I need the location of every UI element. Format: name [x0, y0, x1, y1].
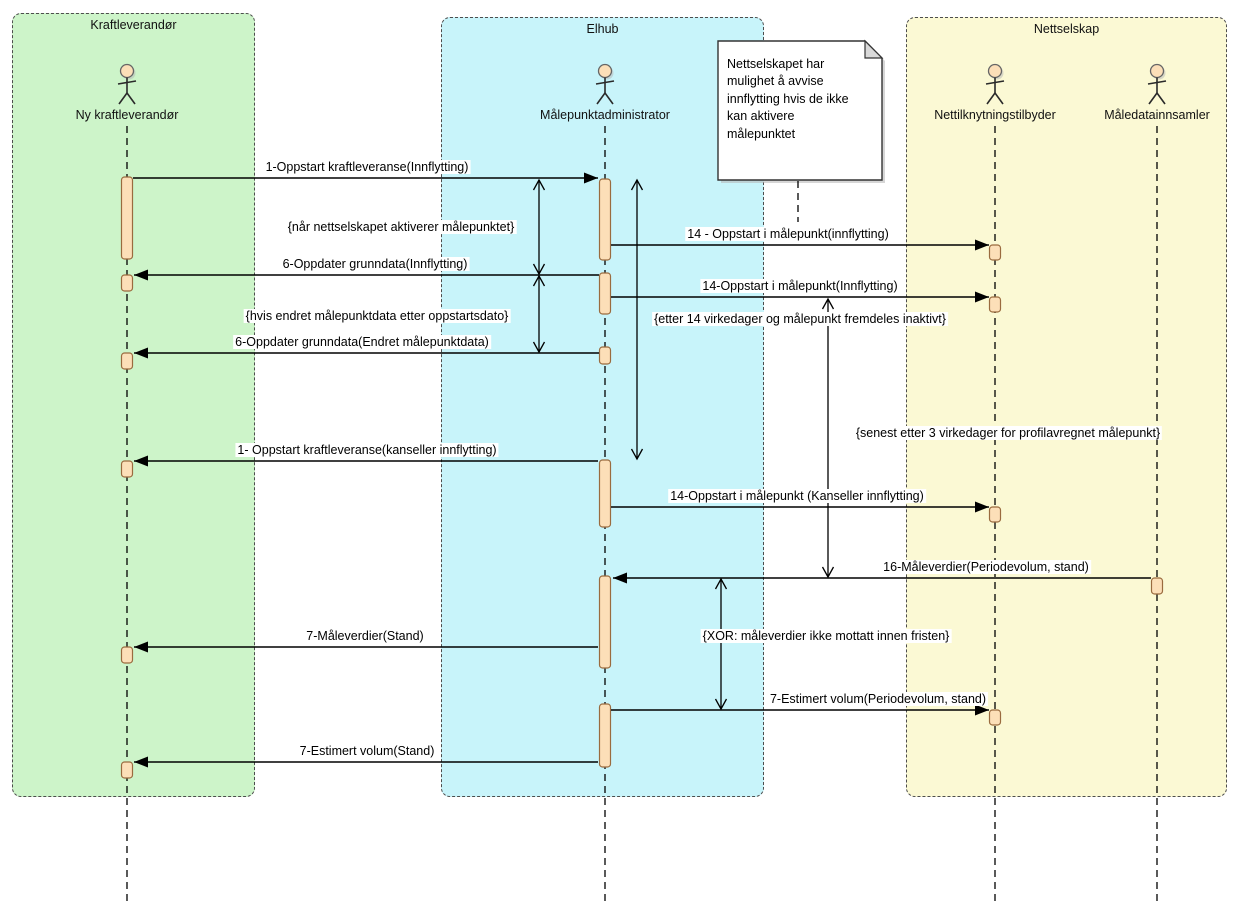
actor-arms-icon	[1147, 80, 1167, 85]
arrowhead-up-icon	[532, 178, 546, 191]
message-arrowhead-icon	[134, 347, 148, 359]
message-arrowhead-icon	[584, 172, 598, 184]
message-arrowhead-icon	[134, 641, 148, 653]
activation-bar-ny-kraftleverandor	[120, 761, 134, 779]
actor-arms-icon	[595, 80, 615, 85]
message-arrowhead-icon	[975, 291, 989, 303]
activation-bar-malepunktadministrator	[598, 178, 612, 261]
message-arrowhead-icon	[975, 239, 989, 251]
actor-leg-icon	[118, 92, 128, 105]
actor-head-icon	[597, 63, 613, 79]
actor-leg-icon	[596, 92, 606, 105]
arrowhead-down-icon	[714, 698, 728, 711]
actor-arms-icon	[985, 80, 1005, 85]
message-arrowhead-icon	[134, 756, 148, 768]
arrowhead-down-icon	[821, 566, 835, 579]
activation-bar-ny-kraftleverandor	[120, 274, 134, 292]
message-arrowhead-icon	[134, 455, 148, 467]
activation-bar-maledatainnsamler	[1150, 577, 1164, 595]
activation-bar-nettilknytningstilbyder	[988, 296, 1002, 313]
actor-leg-icon	[1148, 92, 1158, 105]
actor-leg-icon	[126, 92, 136, 105]
activation-bar-ny-kraftleverandor	[120, 460, 134, 478]
note-shape	[717, 40, 883, 181]
arrowhead-up-icon	[630, 178, 644, 191]
activation-bar-ny-kraftleverandor	[120, 176, 134, 260]
activation-bar-nettilknytningstilbyder	[988, 709, 1002, 726]
actor-arms-icon	[117, 80, 137, 85]
message-arrowhead-icon	[975, 704, 989, 716]
group-kraftleverandor: Kraftleverandør	[12, 13, 255, 797]
activation-bar-malepunktadministrator	[598, 346, 612, 365]
activation-bar-ny-kraftleverandor	[120, 352, 134, 370]
activation-bar-ny-kraftleverandor	[120, 646, 134, 664]
message-arrowhead-icon	[613, 572, 627, 584]
activation-bar-malepunktadministrator	[598, 703, 612, 768]
message-arrowhead-icon	[134, 269, 148, 281]
actor-head-icon	[1149, 63, 1165, 79]
group-nettselskap: Nettselskap	[906, 17, 1227, 797]
group-title-nettselskap: Nettselskap	[1033, 22, 1100, 36]
actor-head-icon	[987, 63, 1003, 79]
arrowhead-down-icon	[630, 448, 644, 461]
actor-leg-icon	[986, 92, 996, 105]
activation-bar-nettilknytningstilbyder	[988, 244, 1002, 261]
message-arrowhead-icon	[975, 501, 989, 513]
actor-head-icon	[119, 63, 135, 79]
activation-bar-malepunktadministrator	[598, 575, 612, 669]
activation-bar-malepunktadministrator	[598, 272, 612, 315]
actor-leg-icon	[1156, 92, 1166, 105]
actor-leg-icon	[994, 92, 1004, 105]
arrowhead-up-icon	[821, 297, 835, 310]
arrowhead-down-icon	[532, 341, 546, 354]
arrowhead-down-icon	[532, 263, 546, 276]
arrowhead-up-icon	[714, 577, 728, 590]
actor-leg-icon	[604, 92, 614, 105]
note-fold-icon	[864, 39, 884, 59]
group-title-kraftleverandor: Kraftleverandør	[90, 18, 177, 32]
arrowhead-up-icon	[532, 274, 546, 287]
activation-bar-malepunktadministrator	[598, 459, 612, 528]
group-title-elhub: Elhub	[586, 22, 619, 36]
activation-bar-nettilknytningstilbyder	[988, 506, 1002, 523]
